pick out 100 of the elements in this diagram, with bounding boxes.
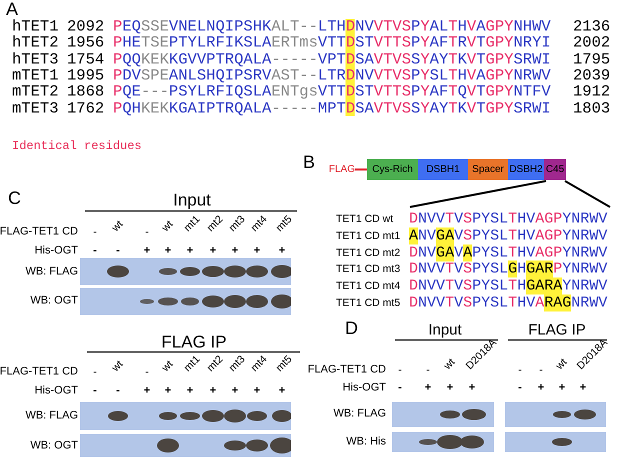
mutant-sequence: DNVVTVSPYSLTHVARAGNRWV (409, 296, 608, 310)
lane-label: - (116, 246, 120, 256)
lane-label: - (93, 386, 97, 396)
lane-label: mt4 (249, 214, 270, 234)
lane-label: - (539, 364, 543, 376)
blot-label: WB: FLAG (333, 408, 386, 420)
panel-letter: A (6, 0, 18, 18)
lane-label: + (278, 246, 286, 256)
residue-number: 2039 (573, 68, 610, 84)
domain-box: Spacer (468, 159, 508, 180)
lane-label: + (424, 382, 432, 394)
mutant-sequence: ANVGAVSPYSLTHVAGPYNRWV (409, 228, 608, 244)
lane-label: - (116, 386, 120, 396)
lane-label: + (144, 246, 150, 256)
mutant-sequence: DNVGAVAPYSLTHVAGPYNRWV (409, 245, 608, 260)
blot-label: WB: OGT (30, 296, 78, 306)
lane-label: - (145, 226, 149, 238)
residue-number: 1912 (573, 84, 610, 100)
lane-label: + (144, 386, 150, 396)
lane-label: wt (554, 356, 570, 372)
row-label: His-OGT (34, 246, 78, 256)
lane-label: - (426, 364, 430, 376)
lane-label: - (398, 382, 402, 394)
residue-number: 2092 (67, 19, 104, 35)
protein-name: mTET1 (12, 68, 59, 84)
lane-label: + (232, 246, 238, 256)
lane-label: + (186, 246, 194, 256)
sequence-alignment-row: PDVSPEANLSHQIPSRVAST--LTRDNVVTVSPYSLTHVAGPYNRWV (113, 68, 551, 84)
construct-label: TET1 CD wt (336, 214, 394, 224)
lane-label: + (186, 386, 194, 396)
section-heading: Input (428, 322, 462, 338)
row-label: FLAG-TET1 CD (0, 366, 78, 378)
lane-label: + (468, 382, 476, 394)
lane-label: wt (442, 356, 458, 372)
lane-label: + (558, 382, 566, 394)
lane-label: - (145, 366, 149, 378)
construct-label: TET1 CD mt2 (336, 247, 400, 258)
domain-box: DSBH1 (418, 159, 468, 180)
domain-box: C45 (544, 159, 566, 180)
lane-label: wt (110, 358, 126, 374)
residue-number: 1803 (573, 100, 610, 116)
connector-line (355, 168, 367, 170)
protein-name: hTET1 (12, 19, 59, 35)
sequence-alignment-row: PQE---PSYLRFIQSLAENTgsVTTDSTVTTSPYAFTQVTGPYNTFV (113, 84, 551, 100)
residue-number: 1795 (573, 52, 610, 68)
sequence-alignment-row: PHETSEPTYLRFIKSLAERTmsVTTDSTVTTSPYAFTRVTGPYNRYI (113, 36, 551, 52)
lane-label: mt2 (205, 354, 226, 374)
lane-label: + (254, 246, 260, 256)
blot-label: WB: FLAG (25, 410, 78, 422)
residue-number: 2136 (573, 19, 610, 35)
lane-label: + (232, 386, 238, 396)
lane-label: wt (160, 218, 176, 234)
lane-label: + (210, 246, 216, 256)
lane-label: + (278, 386, 286, 396)
protein-name: hTET3 (12, 52, 59, 68)
sequence-alignment-row: PEQSSEVNELNQIPSHKALT--LTHDNVVTVSPYALTHVAGPYNHWV (113, 19, 551, 35)
blot-label: WB: His (346, 436, 386, 448)
lane-label: - (93, 226, 97, 238)
row-label: His-OGT (34, 386, 78, 396)
construct-label: TET1 CD mt3 (336, 264, 400, 275)
lane-label: - (93, 246, 97, 256)
lane-label: - (93, 366, 97, 378)
construct-label: TET1 CD mt4 (336, 280, 400, 292)
section-heading: FLAG IP (528, 322, 586, 338)
lane-label: + (446, 382, 454, 394)
tag-label: FLAG (322, 159, 355, 180)
lane-label: + (164, 246, 172, 256)
section-heading: Input (173, 192, 211, 208)
residue-number: 1762 (67, 100, 104, 116)
protein-name: mTET2 (12, 84, 59, 100)
panel-letter: D (345, 319, 358, 337)
lane-label: + (538, 382, 544, 394)
blot-label: WB: OGT (30, 440, 78, 452)
residue-number: 1956 (67, 36, 104, 52)
blot-label: WB: FLAG (25, 266, 78, 278)
lane-label: + (580, 382, 586, 394)
lane-label: + (254, 386, 260, 396)
lane-label: mt1 (182, 214, 202, 234)
section-heading: FLAG IP (161, 334, 227, 350)
lane-label: wt (160, 358, 176, 374)
domain-box: DSBH2 (508, 159, 544, 180)
residue-number: 1995 (67, 68, 104, 84)
lane-label: mt1 (182, 354, 202, 374)
panel-letter: B (303, 153, 316, 171)
lane-label: - (398, 364, 402, 376)
residue-number: 1868 (67, 84, 104, 100)
residue-number: 1754 (67, 52, 104, 68)
construct-label: TET1 CD mt5 (336, 298, 400, 308)
sequence-alignment-row: PQQKEKKGVVPTRQALA-----VPTDSAVTVSSYAYTKVTGPYSRWI (113, 52, 551, 68)
domain-box: Cys-Rich (367, 159, 418, 180)
mutant-sequence: DNVVTVSPYSLTHVAGPYNRWV (409, 212, 608, 226)
lane-label: mt3 (227, 214, 248, 234)
row-label: FLAG-TET1 CD (308, 364, 386, 376)
lane-label: + (210, 386, 216, 396)
lane-label: - (518, 364, 522, 376)
legend-note: Identical residues (12, 140, 142, 152)
lane-label: - (518, 382, 522, 394)
sequence-alignment-row: PQHKEKKGAIPTRQALA-----MPTDSAVTVSSYAYTKVTGPYSRWI (113, 100, 551, 116)
lane-label: mt2 (205, 214, 226, 234)
lane-label: wt (110, 218, 126, 234)
